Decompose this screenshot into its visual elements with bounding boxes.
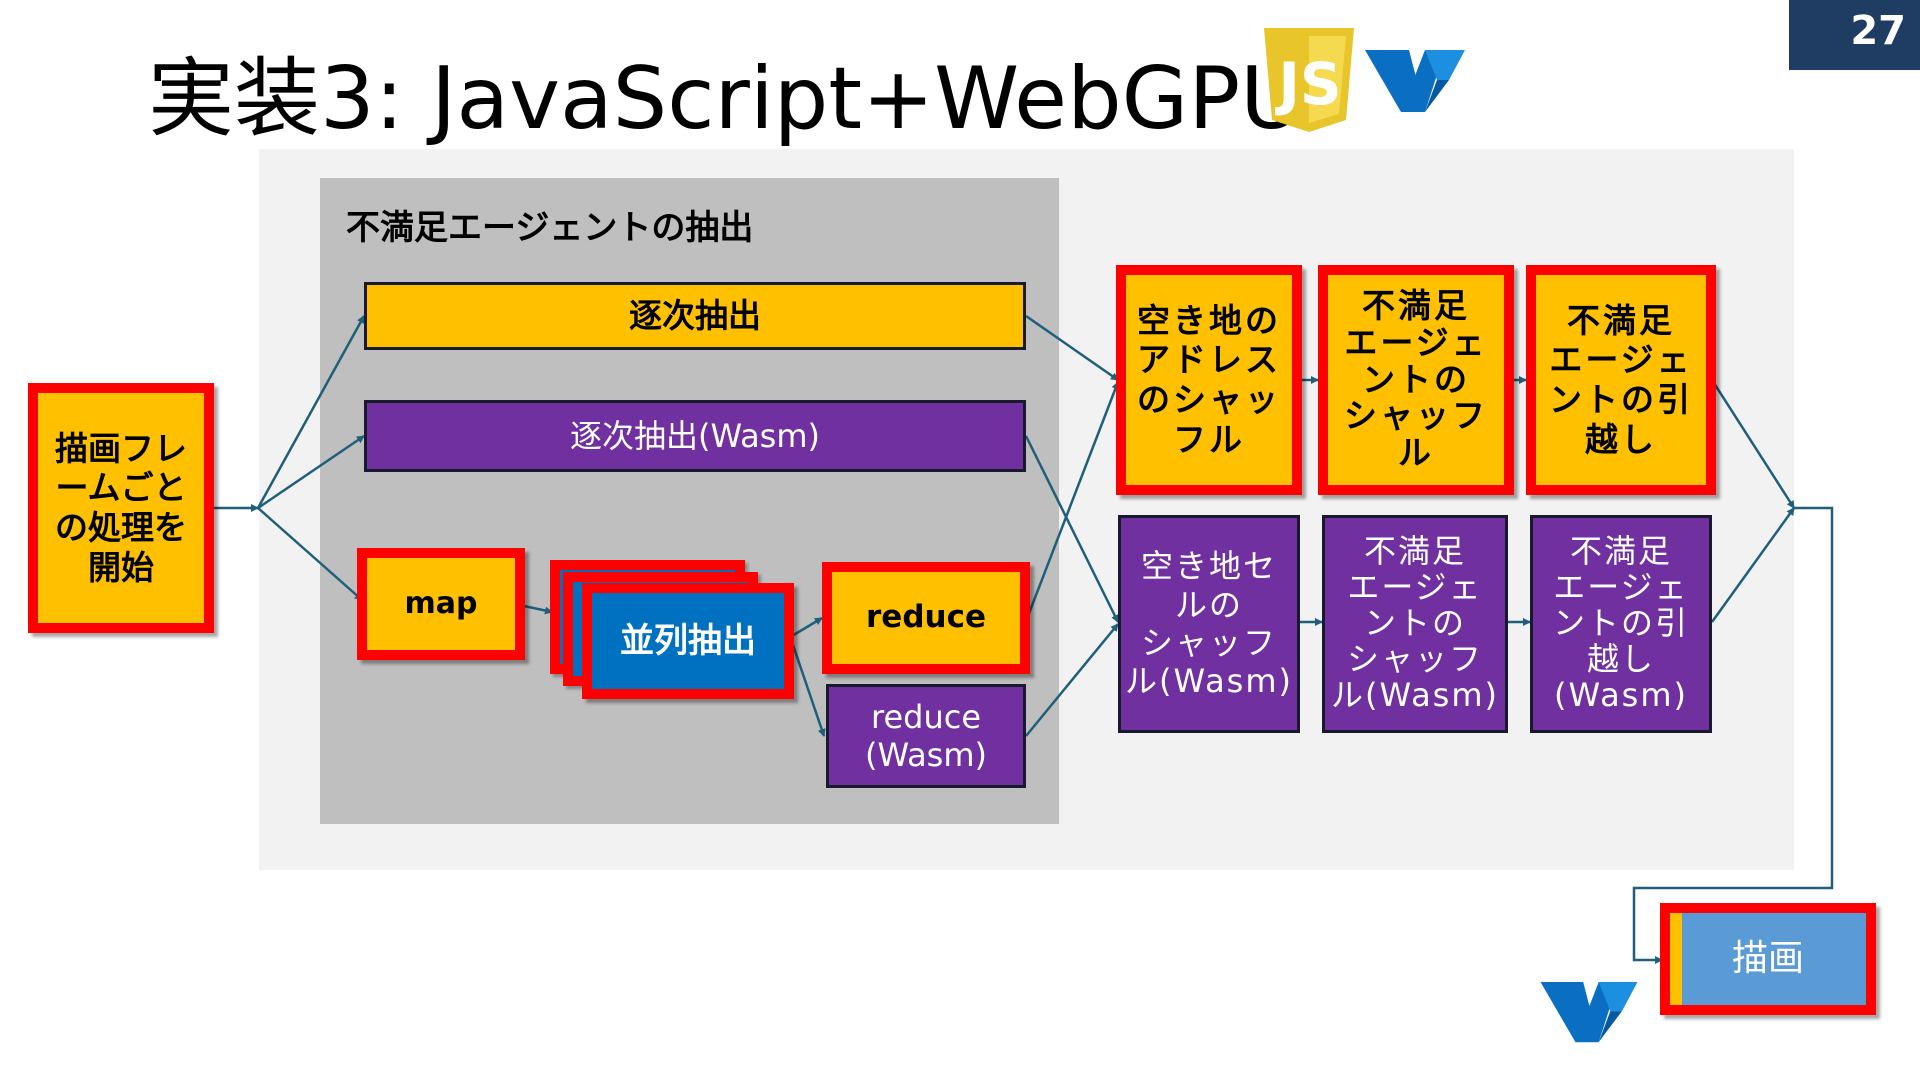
arrow-to-map	[257, 507, 363, 601]
arrow-seq-to-join	[1025, 314, 1119, 382]
webgpu-logo-icon	[1540, 982, 1638, 1043]
shuffle-agents-box: 不満足 エージェ ントの シャッフ ル	[1318, 265, 1514, 495]
seq-extract-wasm-box: 逐次抽出(Wasm)	[364, 400, 1026, 472]
page-number: 27	[1789, 0, 1920, 70]
parallel-extract-box: 並列抽出	[582, 583, 794, 699]
reduce-box: reduce	[822, 562, 1030, 674]
reduce-wasm-box: reduce (Wasm)	[826, 684, 1026, 788]
arrow-reduce-wasm-to-join	[1025, 623, 1119, 737]
shuffle-vacant-box: 空き地の アドレス のシャッ フル	[1116, 265, 1302, 495]
draw-box-accent	[1670, 913, 1682, 1005]
arrow-seq-wasm-to-join	[1024, 435, 1120, 623]
javascript-logo-icon: JS	[1264, 28, 1354, 132]
arrow-map-to-parallel	[523, 604, 553, 615]
shuffle-agents-wasm-box: 不満足 エージェ ントの シャッフ ル(Wasm)	[1322, 515, 1508, 733]
svg-text:JS: JS	[1274, 50, 1341, 118]
webgpu-logo-icon	[1365, 50, 1465, 112]
extraction-group-label: 不満足エージェントの抽出	[346, 208, 754, 248]
move-agents-wasm-box: 不満足 エージェ ントの引 越し (Wasm)	[1530, 515, 1712, 733]
slide-title: 実装3: JavaScript+WebGPU	[148, 49, 1304, 149]
arrow-js-3-to-merge	[1710, 379, 1796, 509]
draw-box: 描画	[1660, 903, 1876, 1015]
arrow-to-seq-wasm	[257, 434, 365, 510]
arrow-reduce-to-join	[1026, 381, 1120, 617]
seq-extract-box: 逐次抽出	[364, 282, 1026, 350]
map-box: map	[357, 548, 525, 660]
arrow-parallel-to-reduce-wasm	[790, 641, 826, 737]
shuffle-vacant-wasm-box: 空き地セ ルの シャッフ ル(Wasm)	[1118, 515, 1300, 733]
move-agents-box: 不満足 エージェ ントの引 越し	[1526, 265, 1716, 495]
arrow-wasm-3-to-merge	[1710, 507, 1796, 623]
arrow-merge-to-draw	[1632, 506, 1834, 964]
arrow-to-seq	[256, 315, 366, 509]
start-frame-box: 描画フレームごとの処理を開始	[28, 383, 214, 633]
arrow-parallel-to-reduce	[791, 616, 823, 638]
